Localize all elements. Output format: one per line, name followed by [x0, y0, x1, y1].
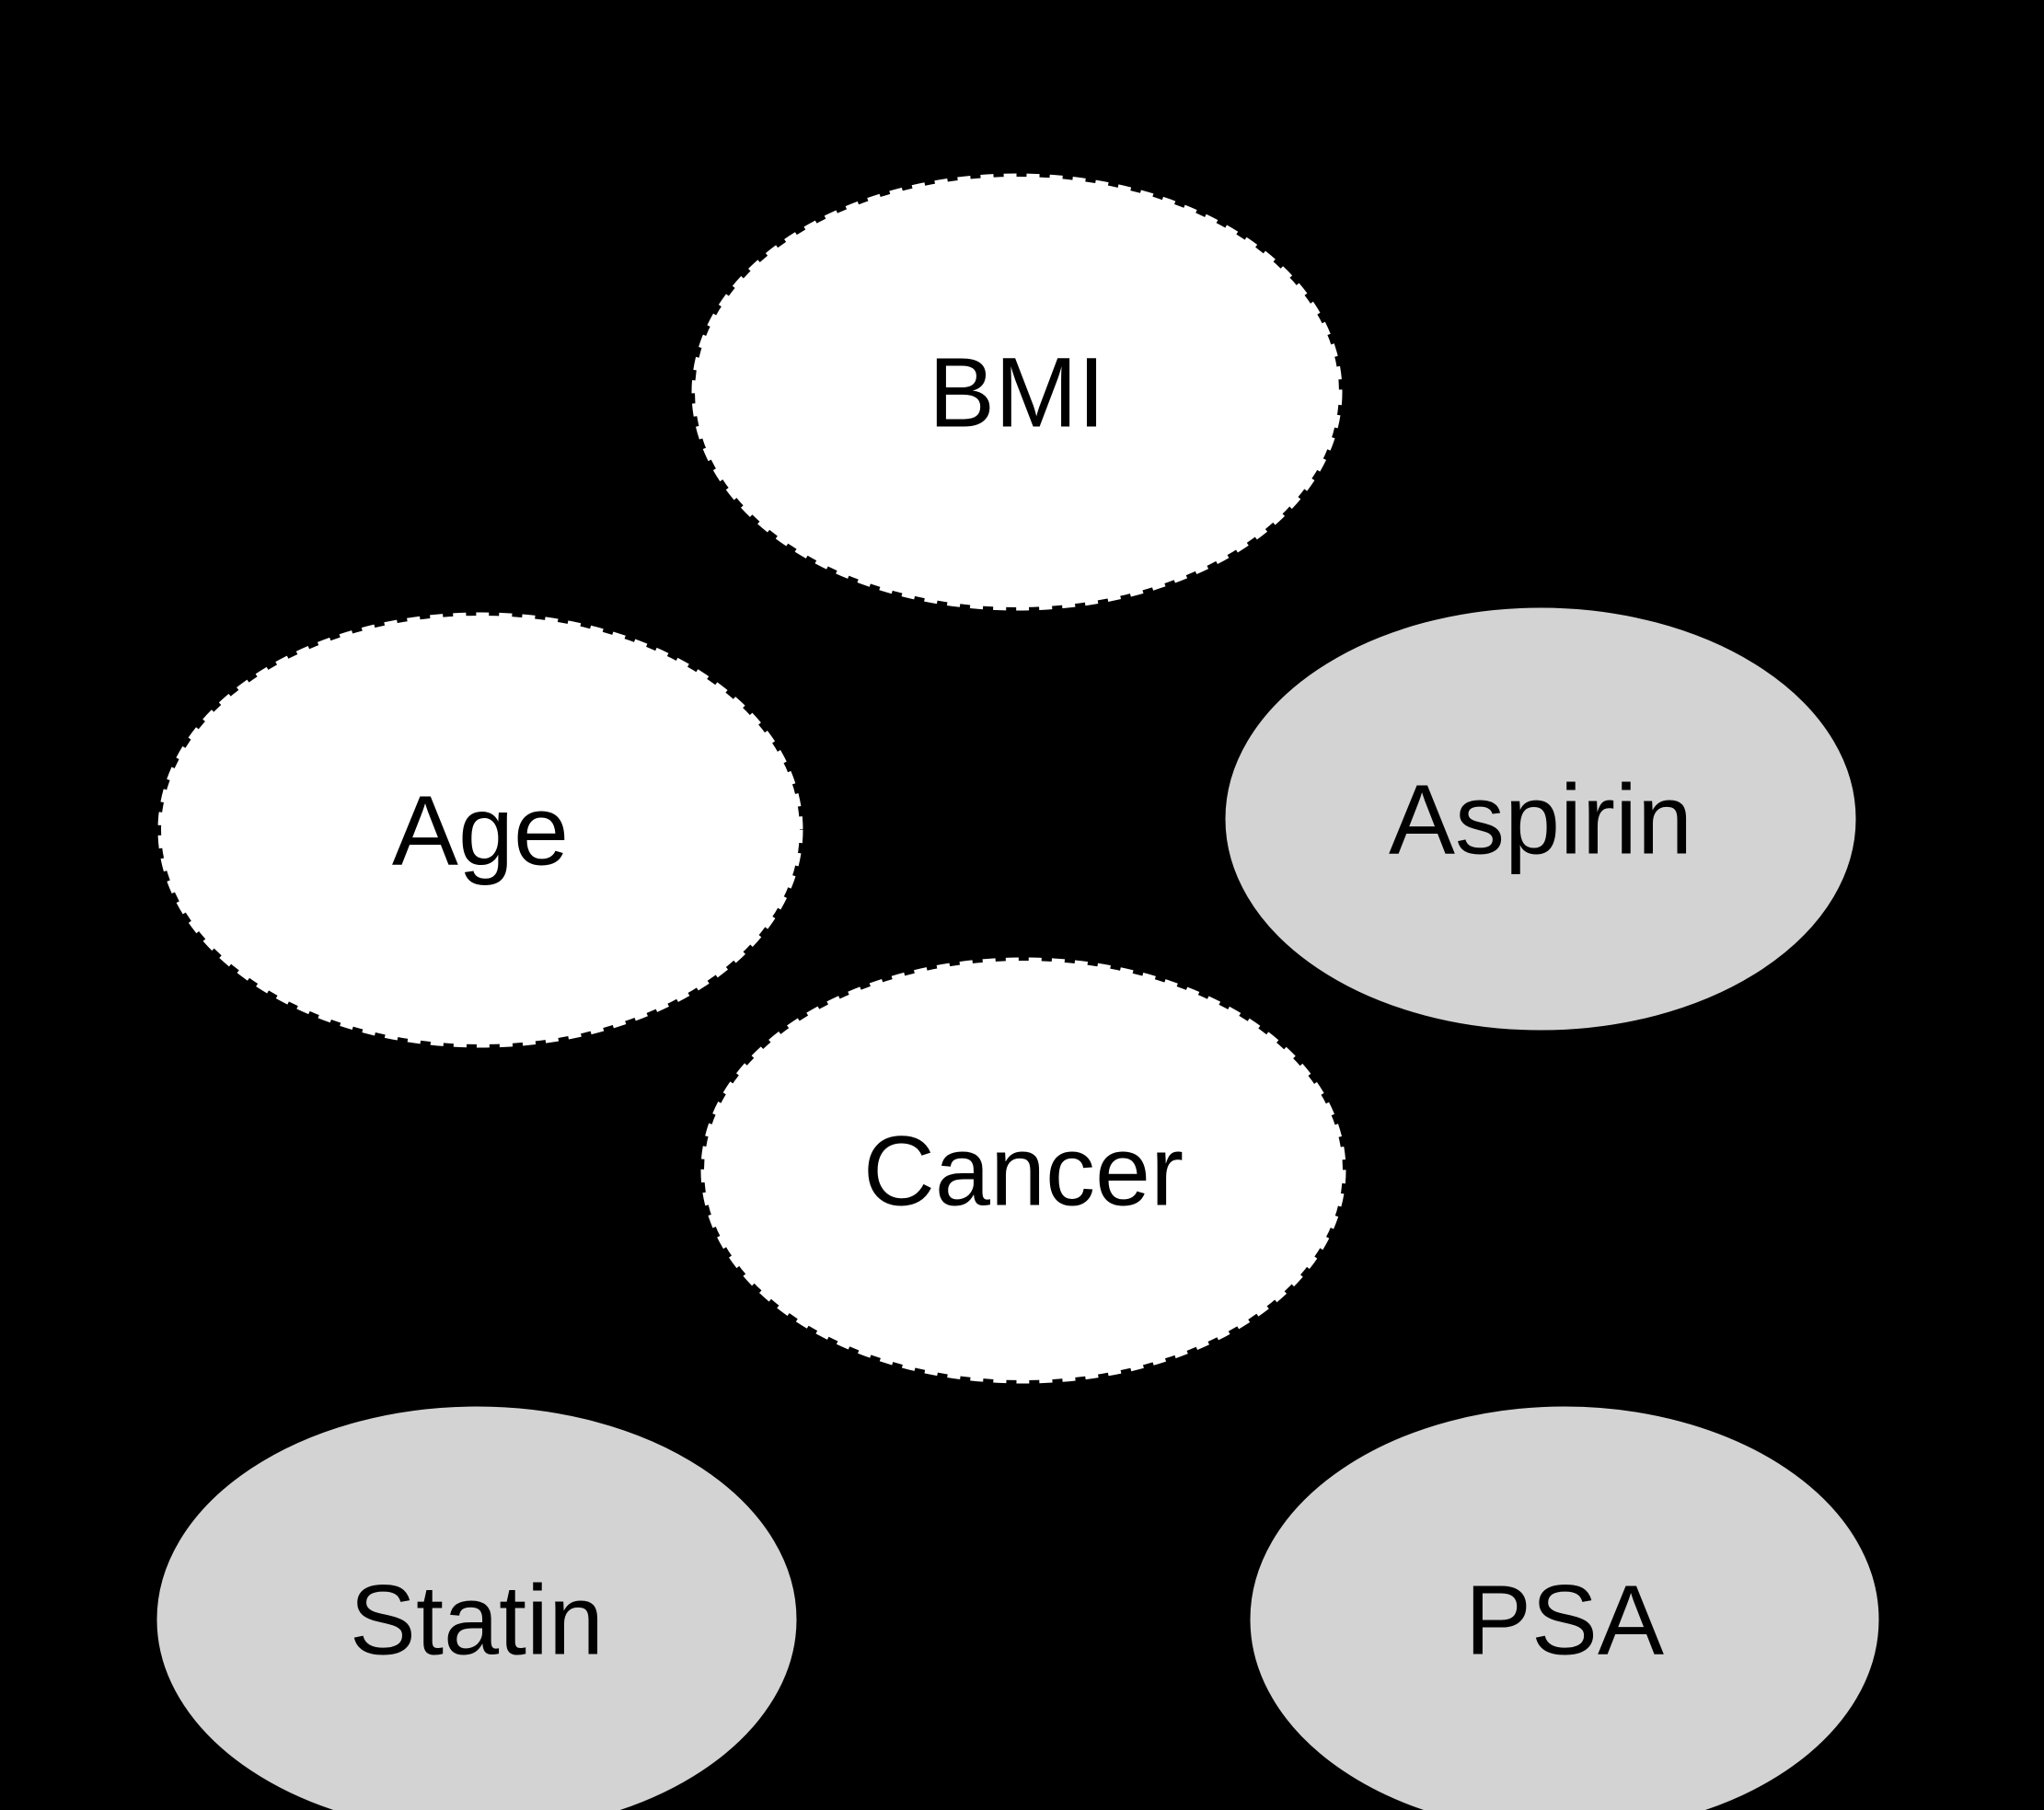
node-cancer-label: Cancer — [863, 1115, 1184, 1227]
node-aspirin-ellipse[interactable] — [1225, 607, 1856, 1031]
node-statin-ellipse[interactable] — [156, 1406, 797, 1810]
node-age-label: Age — [392, 775, 569, 886]
node-statin-label: Statin — [350, 1564, 604, 1676]
node-aspirin-label: Aspirin — [1389, 764, 1692, 875]
node-aspirin[interactable]: Aspirin — [1225, 607, 1856, 1031]
node-bmi[interactable]: BMI — [691, 173, 1343, 611]
node-age[interactable]: Age — [157, 612, 803, 1048]
node-bmi-ellipse[interactable] — [691, 173, 1343, 611]
node-cancer-ellipse[interactable] — [700, 957, 1346, 1384]
node-age-ellipse[interactable] — [157, 612, 803, 1048]
node-bmi-label: BMI — [929, 337, 1105, 448]
node-psa[interactable]: PSA — [1250, 1406, 1879, 1810]
node-psa-label: PSA — [1465, 1564, 1664, 1676]
node-statin[interactable]: Statin — [156, 1406, 797, 1810]
node-psa-ellipse[interactable] — [1250, 1406, 1879, 1810]
node-cancer[interactable]: Cancer — [700, 957, 1346, 1384]
